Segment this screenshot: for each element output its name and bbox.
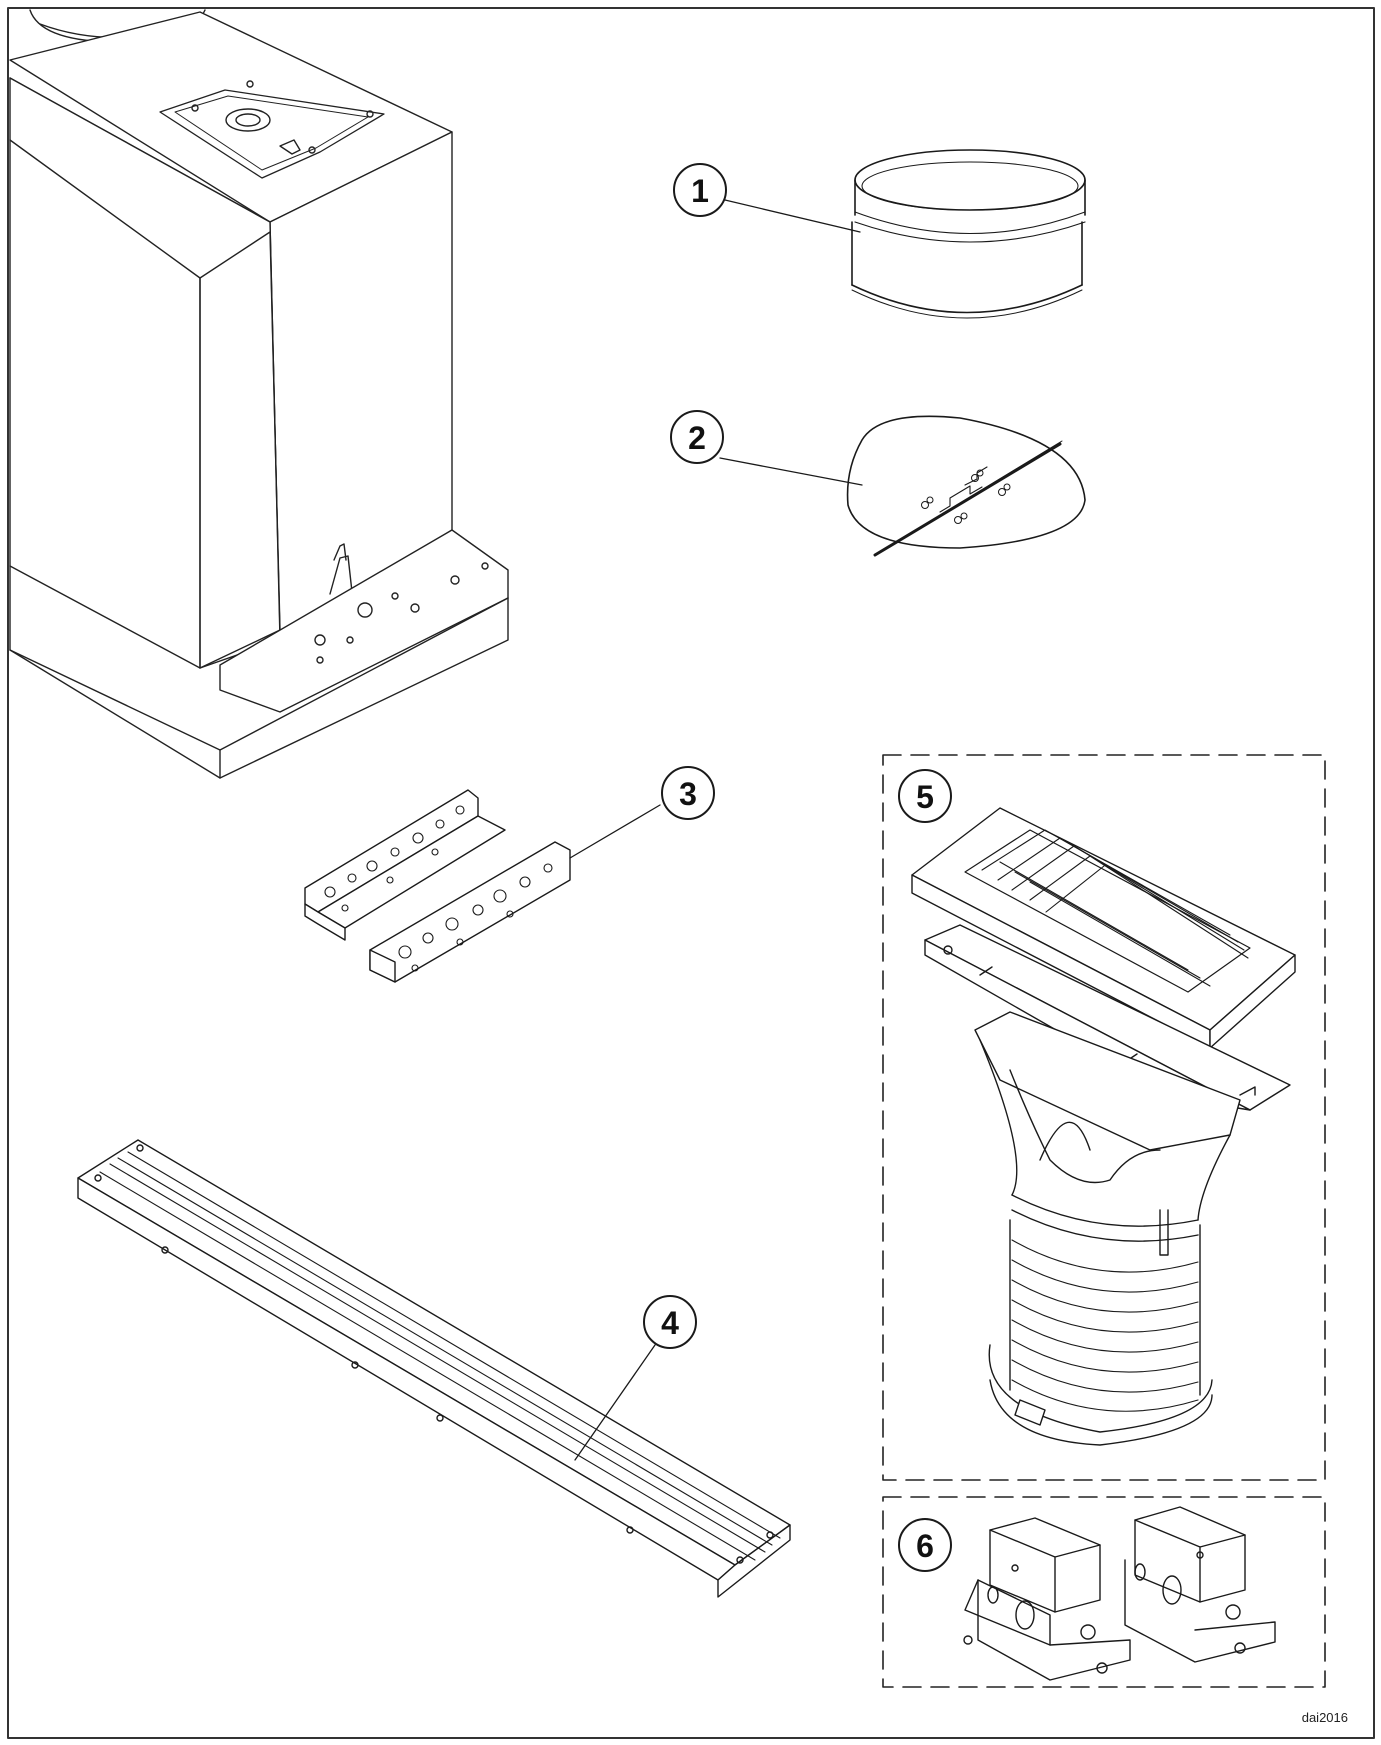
callout-2-label: 2 <box>688 420 706 456</box>
callout-6: 6 <box>898 1518 952 1572</box>
range-hood-body <box>9 9 509 779</box>
callout-4: 4 <box>643 1295 697 1349</box>
kit-6-dashed-box <box>882 1496 1326 1688</box>
callout-1: 1 <box>673 163 727 217</box>
callout-3: 3 <box>661 766 715 820</box>
leader-lines <box>569 199 863 1461</box>
part-long-slotted-rail <box>77 1139 791 1598</box>
callout-4-label: 4 <box>661 1305 679 1341</box>
part-mounting-clamps <box>963 1506 1276 1681</box>
callout-6-label: 6 <box>916 1528 934 1564</box>
leader-3 <box>569 804 661 859</box>
part-backdraft-damper-flap <box>846 415 1086 557</box>
callout-5-label: 5 <box>916 779 934 815</box>
diagram-frame <box>7 7 1375 1739</box>
drawing-code: dai2016 <box>1302 1710 1348 1725</box>
part-recirculation-vent-kit <box>911 807 1296 1446</box>
leader-4 <box>574 1344 656 1461</box>
part-angle-brackets <box>304 789 571 983</box>
kit-5-dashed-box <box>882 754 1326 1481</box>
leader-1 <box>724 199 861 233</box>
callout-1-label: 1 <box>691 173 709 209</box>
callout-2: 2 <box>670 410 724 464</box>
callout-5: 5 <box>898 769 952 823</box>
leader-2 <box>719 457 863 486</box>
part-round-duct-connector <box>851 149 1086 319</box>
callout-3-label: 3 <box>679 776 697 812</box>
